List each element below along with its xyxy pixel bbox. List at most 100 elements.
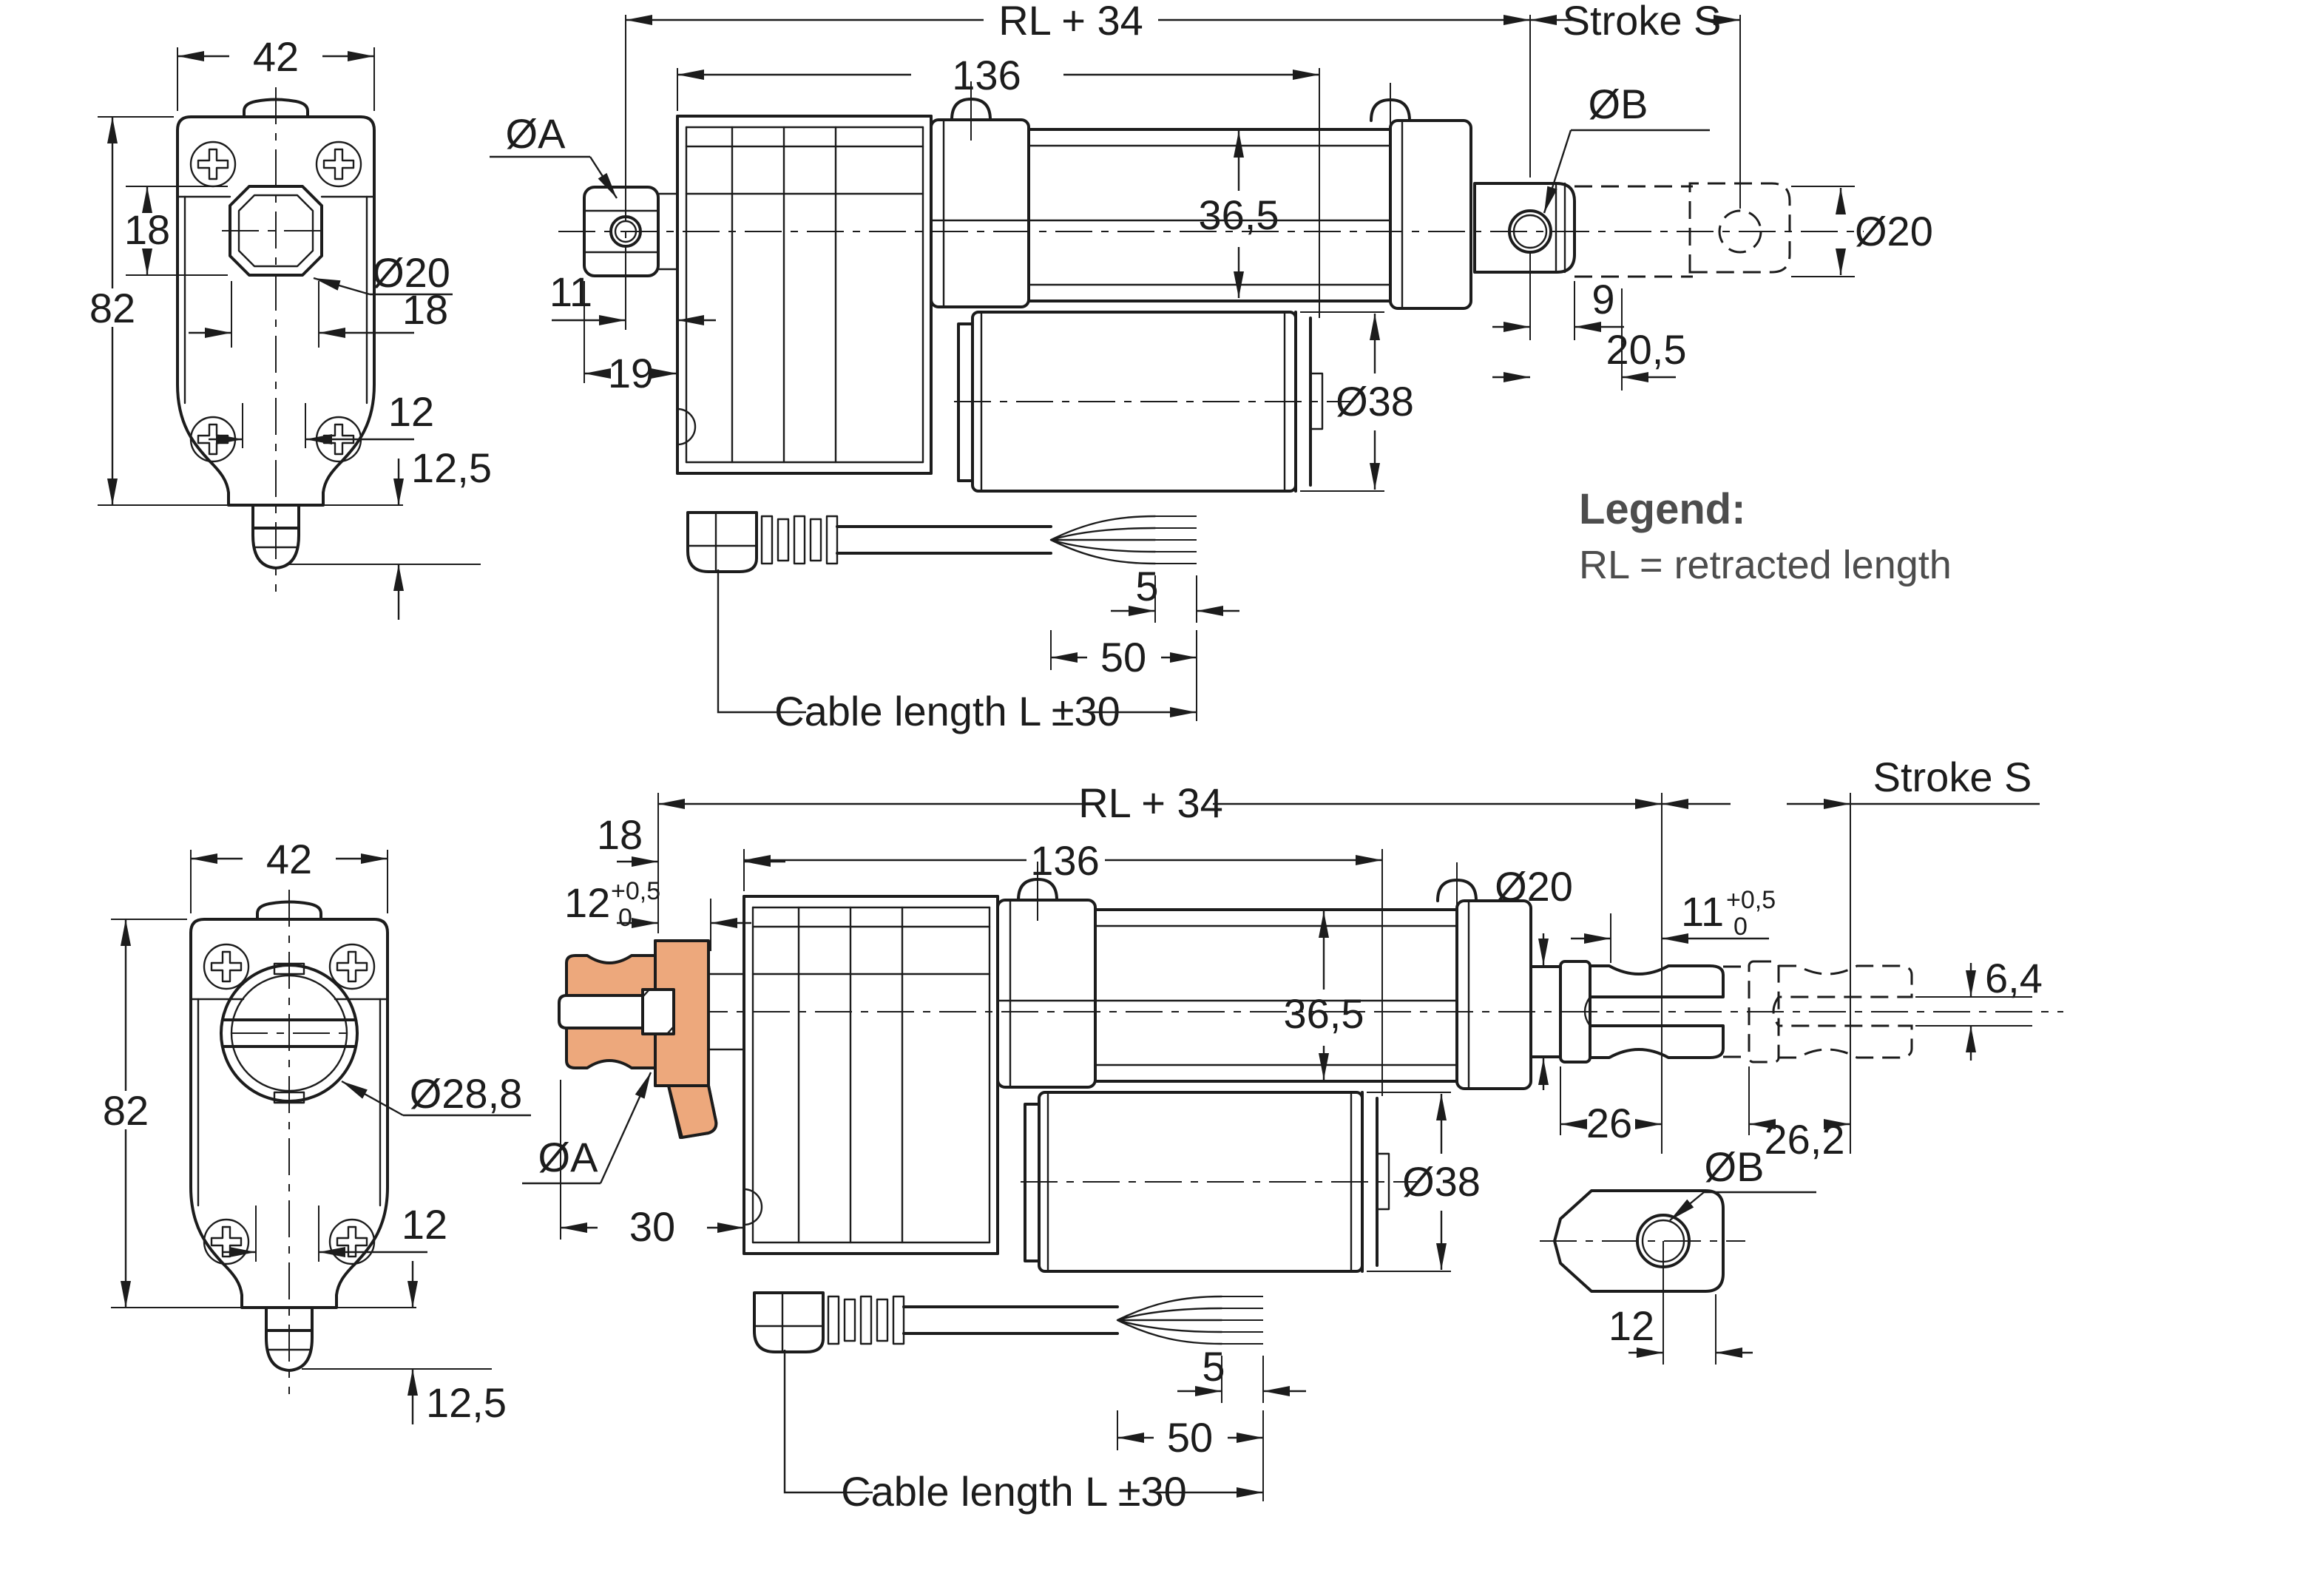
dim-hole-to-shoulder: 9 (1492, 276, 1624, 340)
round-boss (220, 962, 359, 1104)
dim-motor-dia-label: Ø38 (1336, 378, 1414, 425)
dim-front-length-label: 30 (629, 1203, 675, 1250)
dim-eye-offset-label: 12 (1609, 1302, 1654, 1349)
dim-tube-dia: 36,5 (1199, 131, 1279, 298)
dim-front-depth: 19 (584, 281, 677, 396)
dim-stroke: Stroke S (1662, 754, 2040, 809)
legend: Legend: RL = retracted length (1579, 485, 1952, 587)
dim-bare-wire: 5 (1177, 1343, 1306, 1403)
dim-hole-to-tip: 20,5 (1492, 288, 1687, 390)
dim-motor-dia: Ø38 (1367, 1092, 1481, 1272)
dim-overall-length: RL + 34 (658, 780, 1662, 826)
dim-screw-span: 12 (222, 1201, 447, 1262)
dim-height-label: 82 (89, 285, 135, 331)
dim-pin-to-face: 18 (597, 811, 785, 891)
dim-boss-width: 18 (189, 281, 448, 348)
dim-rod-dia-label: Ø20 (1495, 863, 1573, 910)
front-clevis (583, 15, 679, 296)
dim-motor-dia-label: Ø38 (1402, 1158, 1481, 1205)
dim-screw-span-label: 12 (388, 388, 434, 435)
dim-tube-dia: 36,5 (1284, 911, 1364, 1080)
dim-width-label: 42 (266, 836, 312, 882)
top-end-view: 42 18 82 Ø20 18 (89, 33, 492, 620)
dim-housing-length-label: 136 (952, 52, 1021, 98)
dim-stroke-label: Stroke S (1563, 0, 1722, 44)
dim-boss-width-label: 18 (402, 286, 448, 333)
dim-fork-retracted: 26 (1560, 1066, 1662, 1146)
dim-fork-extended-label: 26,2 (1765, 1116, 1845, 1163)
dim-hole-to-shoulder-label: 9 (1592, 276, 1614, 322)
dim-height: 82 (89, 116, 403, 506)
dim-stroke-label: Stroke S (1873, 754, 2032, 800)
dim-depth-tol-plus-label: +0,5 (1726, 886, 1776, 914)
dim-housing-length: 136 (743, 837, 1383, 1096)
dim-overall-length-label: RL + 34 (1078, 780, 1223, 826)
dim-fork-extended: 26,2 (1748, 1066, 1850, 1163)
dim-rod-dia: Ø20 (1495, 863, 1573, 1090)
motor (1021, 1091, 1420, 1273)
dim-wire-fan: 50 (1117, 1410, 1264, 1501)
dim-wire-fan: 50 (1050, 630, 1197, 721)
dim-front-pin-dia-label: ØA (506, 110, 566, 157)
dim-bare-wire-label: 5 (1202, 1343, 1225, 1390)
dim-front-pin-dia: ØA (522, 1072, 652, 1185)
dim-screw-span-label: 12 (402, 1201, 447, 1248)
dim-tube-dia-label: 36,5 (1199, 192, 1279, 238)
drive-tube (996, 862, 1532, 1090)
dim-height: 82 (103, 919, 416, 1308)
dim-bare-wire: 5 (1111, 563, 1239, 623)
dim-depth-nominal-label: 11 (1681, 888, 1724, 935)
dim-overall-length-label: RL + 34 (998, 0, 1143, 44)
dim-width: 42 (190, 836, 388, 913)
dim-front-depth-label: 19 (608, 350, 654, 396)
dim-boss-dia: Ø28,8 (341, 1070, 531, 1117)
dim-motor-dia: Ø38 (1300, 311, 1414, 492)
dim-rear-pin-dia: ØB (1543, 81, 1710, 214)
dim-slot-opening-label: 6,4 (1985, 955, 2043, 1001)
dim-eye-offset: 12 (1609, 1294, 1753, 1365)
dim-plunger-proj-label: 12,5 (411, 444, 492, 491)
dim-slot-nominal-label: 12 (564, 879, 610, 926)
drive-tube (930, 81, 1472, 310)
dim-cable-length: Cable length L ±30 (717, 569, 1197, 734)
fork-end-extended-phantom (1723, 793, 1913, 1154)
legend-title: Legend: (1579, 485, 1746, 533)
bottom-side-view: RL + 34 Stroke S 136 18 12 +0,5 0 (522, 754, 2063, 1515)
dim-plunger-proj: 12,5 (302, 1261, 507, 1426)
dim-slot-tol-zero-label: 0 (618, 904, 632, 932)
dim-rod-dia-label: Ø20 (1855, 208, 1933, 254)
dim-pin-to-face-label: 11 (549, 268, 592, 315)
dim-cable-length-label: Cable length L ±30 (774, 688, 1120, 734)
dim-slot-width-tol: 12 +0,5 0 (564, 877, 751, 951)
dim-depth-tol: 11 +0,5 0 (1571, 886, 1776, 963)
dim-cable-length-label: Cable length L ±30 (841, 1468, 1187, 1515)
dim-boss-dia-label: Ø20 (372, 249, 450, 296)
dim-pin-to-face: 11 (549, 268, 716, 330)
dim-front-pin-dia: ØA (490, 110, 618, 199)
gear-housing (743, 895, 999, 1255)
dim-slot-opening: 6,4 (1915, 955, 2043, 1061)
dim-bore-height: 18 (124, 186, 228, 276)
dim-slot-tol-plus-label: +0,5 (611, 877, 660, 905)
dim-width-label: 42 (253, 33, 299, 80)
dim-wire-fan-label: 50 (1100, 634, 1146, 680)
dim-fork-retracted-label: 26 (1586, 1100, 1632, 1146)
dim-screw-span: 12 (209, 388, 434, 448)
fork-end-retracted (1529, 793, 1725, 1154)
rod-end-retracted (1473, 15, 1576, 340)
dim-plunger-proj: 12,5 (288, 444, 492, 620)
dim-boss-dia-label: Ø28,8 (410, 1070, 523, 1117)
dim-depth-tol-zero-label: 0 (1733, 913, 1748, 941)
dim-front-pin-dia-label: ØA (538, 1134, 599, 1180)
dim-boss-dia: Ø20 (313, 249, 453, 296)
bottom-end-view: 42 82 Ø28,8 12 12,5 (103, 836, 531, 1426)
dim-rear-pin-dia-label: ØB (1705, 1143, 1765, 1190)
dim-plunger-proj-label: 12,5 (426, 1379, 507, 1426)
dim-cable-length: Cable length L ±30 (783, 1350, 1263, 1515)
legend-definition: RL = retracted length (1579, 543, 1952, 587)
dim-width: 42 (177, 33, 375, 111)
dim-wire-fan-label: 50 (1167, 1414, 1213, 1461)
dim-hole-to-tip-label: 20,5 (1606, 326, 1687, 373)
